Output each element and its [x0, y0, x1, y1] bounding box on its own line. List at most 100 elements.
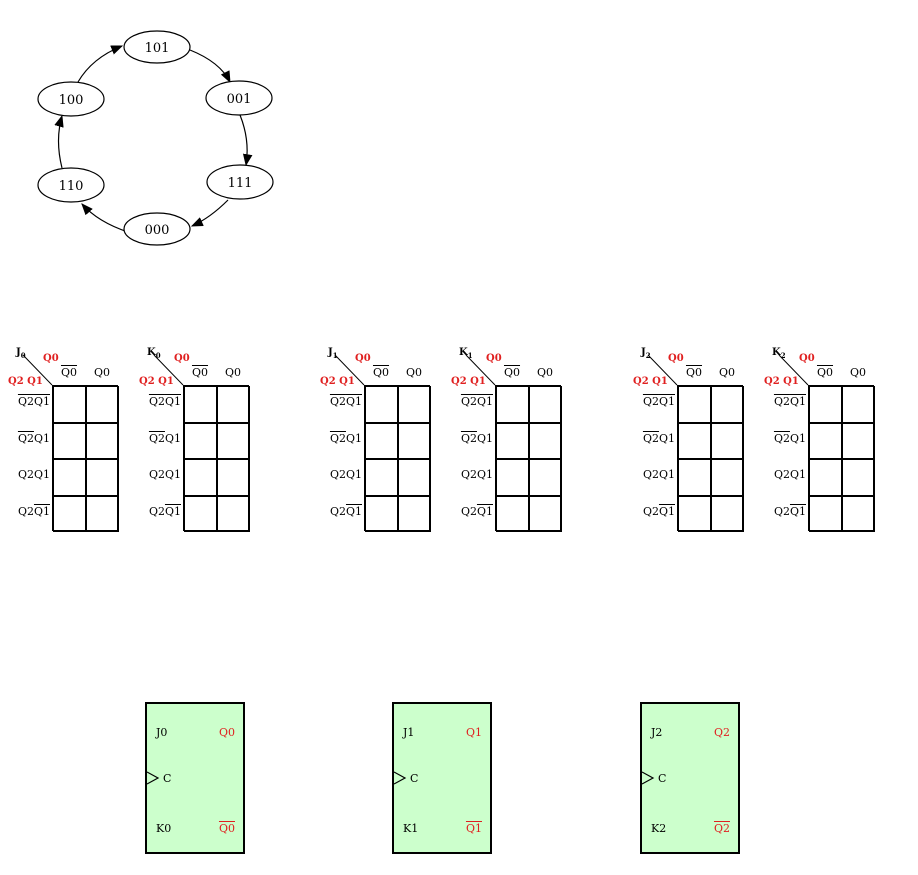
kmap-cell[interactable]: [529, 495, 562, 532]
kmap-row-header: Q2Q1: [460, 431, 493, 445]
kmap-row-header: Q2Q1: [329, 504, 362, 518]
jk-flipflop: J0 Q0 C K0 Q0: [145, 702, 245, 854]
kmap-cell[interactable]: [678, 422, 711, 459]
kmap-cell[interactable]: [365, 459, 398, 496]
kmap-title: K1: [459, 347, 473, 360]
jk-flipflop: J1 Q1 C K1 Q1: [392, 702, 492, 854]
kmap-row-header: Q2Q1: [642, 431, 675, 445]
kmap-row-variable: Q2 Q1: [320, 376, 355, 387]
kmap-cell[interactable]: [86, 459, 119, 496]
kmap-diagonal: [778, 354, 809, 386]
kmap-cell[interactable]: [86, 495, 119, 532]
kmap-diagonal: [334, 354, 365, 386]
kmap-row-header: Q2Q1: [460, 395, 493, 408]
state-node: 101: [123, 30, 191, 64]
kmap-cell[interactable]: [678, 495, 711, 532]
transition-000-110: [81, 203, 129, 233]
kmap-row-header: Q2Q1: [329, 395, 362, 408]
kmap-cell[interactable]: [217, 422, 250, 459]
kmap-cell[interactable]: [217, 386, 250, 423]
kmap-row-header: Q2Q1: [17, 504, 50, 518]
kmap-cell[interactable]: [809, 422, 842, 459]
q-output-label: Q0: [218, 726, 235, 739]
state-diagram: 101 001 111 000 110 100: [37, 30, 274, 246]
kmap-row-header: Q2Q1: [773, 504, 806, 518]
kmap-cell[interactable]: [711, 459, 744, 496]
kmap-cell[interactable]: [529, 422, 562, 459]
kmap-cell[interactable]: [86, 386, 119, 423]
kmap-cell[interactable]: [86, 422, 119, 459]
kmap-cell[interactable]: [529, 386, 562, 423]
kmap-cell[interactable]: [809, 386, 842, 423]
qbar-output-label: Q1: [465, 822, 482, 835]
kmap-cell[interactable]: [711, 422, 744, 459]
q-output-label: Q2: [713, 726, 730, 739]
kmap-cell[interactable]: [842, 422, 875, 459]
kmap-grid: [808, 385, 875, 532]
kmap-row-variable: Q2 Q1: [764, 376, 799, 387]
kmap-cell[interactable]: [398, 459, 431, 496]
kmap-column-header: Q0: [60, 366, 78, 379]
kmap-cell[interactable]: [711, 495, 744, 532]
kmap-grid: [183, 385, 250, 532]
kmap-cell[interactable]: [217, 495, 250, 532]
kmap-cell[interactable]: [842, 386, 875, 423]
kmap-row-header: Q2Q1: [17, 468, 50, 481]
kmap-cell[interactable]: [496, 495, 529, 532]
kmap-cell[interactable]: [365, 422, 398, 459]
kmap-cell[interactable]: [365, 495, 398, 532]
kmap-cell[interactable]: [809, 495, 842, 532]
kmap-cell[interactable]: [217, 459, 250, 496]
state-node: 111: [206, 164, 274, 200]
kmap-cell[interactable]: [398, 495, 431, 532]
kmap-cell[interactable]: [53, 459, 86, 496]
kmap-column-variable: Q0: [355, 353, 371, 364]
transition-101-001: [189, 49, 231, 84]
kmap-row-header: Q2Q1: [642, 468, 675, 481]
state-label: 000: [145, 223, 170, 238]
kmap-cell[interactable]: [184, 386, 217, 423]
kmap-diagonal: [153, 354, 184, 386]
kmap-column-header: Q0: [224, 366, 242, 379]
kmap-cell[interactable]: [398, 422, 431, 459]
kmap-title: J2: [641, 347, 651, 360]
kmap-cell[interactable]: [842, 459, 875, 496]
kmap-grid: [495, 385, 562, 532]
kmap-cell[interactable]: [496, 459, 529, 496]
state-node: 100: [37, 81, 105, 117]
kmap-cell[interactable]: [678, 459, 711, 496]
kmap-column-variable: Q0: [799, 353, 815, 364]
kmap-column-header: Q0: [191, 366, 209, 379]
kmap-column-variable: Q0: [43, 353, 59, 364]
kmap-cell[interactable]: [496, 422, 529, 459]
kmap-column-header: Q0: [536, 366, 554, 379]
clock-input-label: C: [658, 772, 667, 785]
kmap-cell[interactable]: [53, 386, 86, 423]
kmap-cell[interactable]: [184, 422, 217, 459]
kmap-cell[interactable]: [496, 386, 529, 423]
kmap-title: K0: [147, 347, 161, 360]
kmap-cell[interactable]: [53, 422, 86, 459]
kmap-row-header: Q2Q1: [773, 431, 806, 445]
kmap-column-header: Q0: [816, 366, 834, 379]
kmap-cell[interactable]: [184, 459, 217, 496]
kmap-cell[interactable]: [842, 495, 875, 532]
kmap-row-variable: Q2 Q1: [451, 376, 486, 387]
kmap-cell[interactable]: [184, 495, 217, 532]
qbar-output-label: Q2: [713, 822, 730, 835]
kmap-cell[interactable]: [398, 386, 431, 423]
kmap-cell[interactable]: [711, 386, 744, 423]
kmap-cell[interactable]: [365, 386, 398, 423]
kmap-cell[interactable]: [809, 459, 842, 496]
kmap-cell[interactable]: [678, 386, 711, 423]
kmap-cell[interactable]: [53, 495, 86, 532]
kmap-diagonal: [647, 354, 678, 386]
kmap-cell[interactable]: [529, 459, 562, 496]
j-input-label: J0: [156, 726, 168, 739]
jk-flipflop: J2 Q2 C K2 Q2: [640, 702, 740, 854]
kmap-diagonal: [22, 354, 53, 386]
kmap-row-header: Q2Q1: [148, 431, 181, 445]
